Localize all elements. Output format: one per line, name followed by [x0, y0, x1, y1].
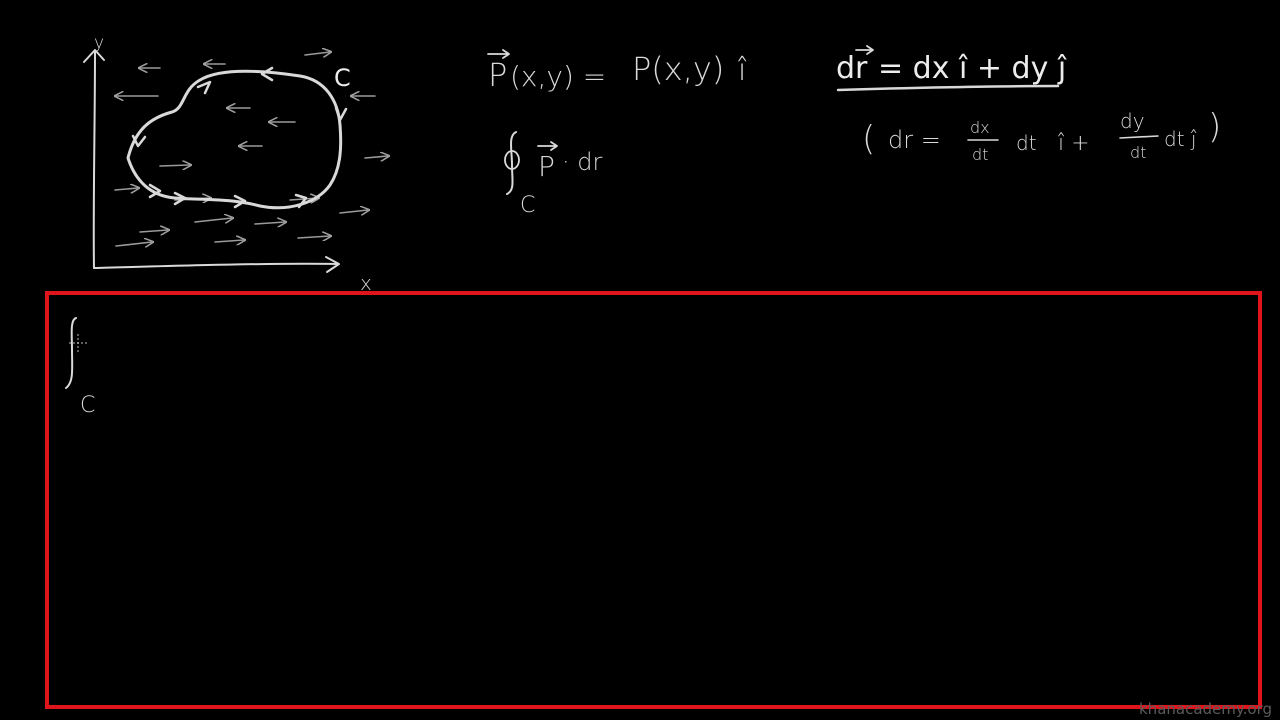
integral-sign — [65, 317, 77, 389]
dr-definition: dr = dx î + dy ĵ — [836, 45, 1067, 92]
integral-differential: · dr — [562, 148, 602, 176]
curve-direction-arrow — [196, 80, 212, 95]
integral-subscript: C — [80, 393, 95, 418]
y-axis — [92, 51, 96, 269]
field-arrow — [114, 188, 138, 190]
underline — [836, 84, 1060, 92]
field-arrow — [364, 156, 388, 158]
field-definition: P (x,y) = P(x,y) î — [487, 49, 747, 94]
integral-sign — [506, 131, 517, 195]
curve-direction-arrow — [294, 193, 308, 209]
axes: y x — [83, 33, 372, 295]
curve-direction-arrow — [173, 191, 187, 206]
dx-denominator: dt — [972, 145, 988, 164]
i-hat-plus: î + — [1057, 131, 1090, 156]
dr-parametric: ( dr = dx dt dt î + dy dt dt ĵ ) — [862, 107, 1221, 164]
x-axis-label: x — [360, 271, 372, 295]
x-axis — [93, 262, 339, 269]
dr-lhs: dr — [836, 51, 868, 86]
closed-line-integral: C P · dr — [504, 131, 602, 218]
field-arrow — [194, 218, 232, 222]
field-arrow — [139, 230, 168, 232]
dy-numerator: dy — [1120, 109, 1145, 133]
field-args: (x,y) = — [510, 60, 606, 93]
dt-term-1: dt — [1016, 131, 1037, 155]
fraction-bar — [1119, 135, 1159, 139]
integral-subscript: C — [520, 193, 535, 218]
y-axis-label: y — [94, 33, 104, 53]
field-arrow — [339, 210, 368, 213]
dx-numerator: dx — [970, 118, 990, 137]
curve-label: C — [334, 64, 351, 92]
field-arrow — [304, 52, 330, 55]
y-axis-arrowhead — [83, 49, 105, 63]
closed-curve-c: C — [126, 64, 351, 210]
field-arrow — [297, 236, 330, 238]
field-unit: î — [737, 53, 747, 88]
field-lhs: P — [488, 56, 507, 94]
vector-arrow-mark — [855, 45, 874, 55]
closed-loop-circle — [504, 150, 520, 170]
highlight-box — [45, 291, 1262, 709]
curve-direction-arrow — [260, 66, 274, 82]
field-arrow — [254, 222, 285, 224]
paren-open: ( — [862, 119, 875, 159]
vector-arrow-mark — [537, 141, 558, 151]
curve-direction-arrow — [131, 134, 147, 148]
dr-param-lhs: dr = — [888, 126, 941, 154]
x-axis-arrowhead — [325, 256, 340, 273]
curve-path — [126, 69, 343, 210]
curve-direction-arrow — [148, 183, 162, 199]
field-arrow — [159, 165, 190, 166]
dy-denominator: dt — [1130, 143, 1146, 162]
watermark: khanacademy.org — [1139, 700, 1272, 718]
cursor-crosshair — [69, 334, 88, 352]
vector-arrow-mark — [487, 49, 510, 59]
field-arrow — [214, 240, 244, 242]
field-arrow — [115, 242, 152, 246]
paren-close: ) — [1208, 107, 1221, 147]
field-rhs: P(x,y) — [632, 50, 724, 88]
work-area-integral: C — [65, 317, 95, 418]
dr-rhs: = dx î + dy ĵ — [878, 51, 1067, 86]
dt-term-2: dt ĵ — [1164, 127, 1197, 151]
curve-direction-arrow — [334, 106, 348, 122]
integral-vector: P — [538, 150, 555, 183]
curve-direction-arrow — [233, 194, 247, 209]
